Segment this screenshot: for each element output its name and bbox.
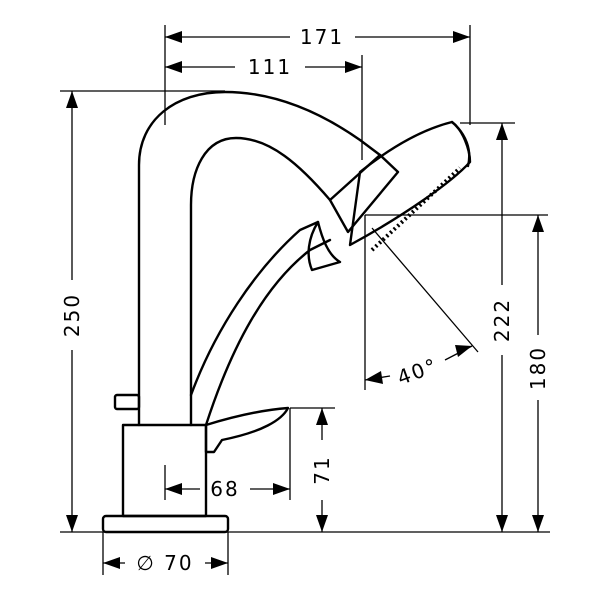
spout-holder — [328, 153, 400, 234]
angle-line — [371, 227, 479, 353]
arrow-70-right — [211, 557, 228, 569]
arrow-171-left — [165, 31, 182, 43]
arrow-250-top — [66, 91, 78, 108]
arrow-40-right — [455, 345, 472, 357]
label-222: 222 — [490, 298, 514, 342]
arrow-222-bottom — [496, 515, 508, 532]
base-plate — [101, 514, 230, 534]
label-base-diameter: ∅ 70 — [136, 551, 193, 575]
arrow-71-top — [316, 408, 328, 425]
arrow-70-left — [103, 557, 120, 569]
arrow-180-bottom — [532, 515, 544, 532]
spray-face-dashes — [370, 166, 462, 252]
arrow-40-left — [365, 371, 383, 384]
dimension-labels: 171 111 250 222 180 40° 71 68 ∅ 70 — [60, 25, 550, 575]
handshower-handle — [189, 220, 320, 397]
lever-handle — [204, 406, 290, 454]
handshower-neck — [307, 220, 342, 272]
label-68: 68 — [210, 477, 239, 501]
label-250: 250 — [60, 293, 84, 337]
arrow-180-top — [532, 215, 544, 232]
label-angle: 40° — [394, 353, 441, 390]
valve-body — [121, 423, 208, 518]
arrow-71-bottom — [316, 515, 328, 532]
spout-outer — [137, 90, 382, 427]
arrow-68-left — [165, 483, 182, 495]
arrow-250-bottom — [66, 515, 78, 532]
diverter-knob — [113, 393, 141, 411]
label-171: 171 — [300, 25, 344, 49]
label-111: 111 — [248, 55, 292, 79]
dimension-lines — [60, 25, 550, 575]
arrow-171-right — [453, 31, 470, 43]
handshower-head — [348, 120, 472, 247]
arrow-68-right — [273, 483, 290, 495]
spout-inner — [189, 136, 332, 427]
arrow-111-right — [345, 61, 362, 73]
arrow-222-top — [496, 123, 508, 140]
faucet-body — [101, 90, 472, 534]
arrow-111-left — [165, 61, 182, 73]
label-71: 71 — [310, 455, 334, 484]
handshower-face — [450, 120, 471, 168]
label-180: 180 — [526, 346, 550, 390]
handshower-handle-inner — [204, 238, 332, 427]
